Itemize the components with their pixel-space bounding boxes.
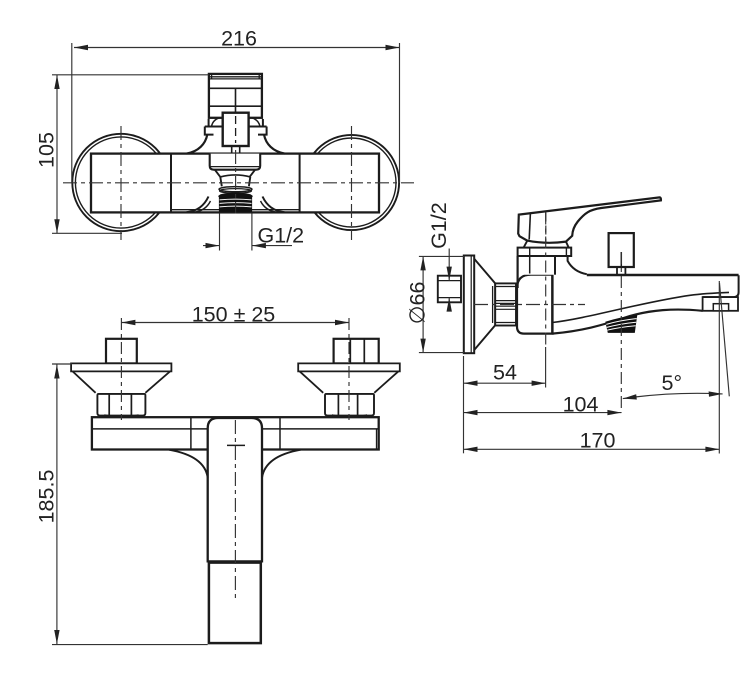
svg-text:G1/2: G1/2	[258, 224, 305, 248]
svg-text:216: 216	[221, 27, 257, 51]
svg-text:G1/2: G1/2	[427, 202, 451, 249]
svg-text:54: 54	[493, 361, 517, 385]
svg-text:150 ± 25: 150 ± 25	[192, 303, 276, 327]
svg-text:105: 105	[35, 132, 59, 168]
svg-text:185.5: 185.5	[35, 470, 59, 524]
svg-text:170: 170	[580, 428, 616, 452]
svg-text:5°: 5°	[662, 371, 683, 395]
svg-text:104: 104	[563, 392, 599, 416]
svg-text:∅66: ∅66	[406, 282, 430, 325]
